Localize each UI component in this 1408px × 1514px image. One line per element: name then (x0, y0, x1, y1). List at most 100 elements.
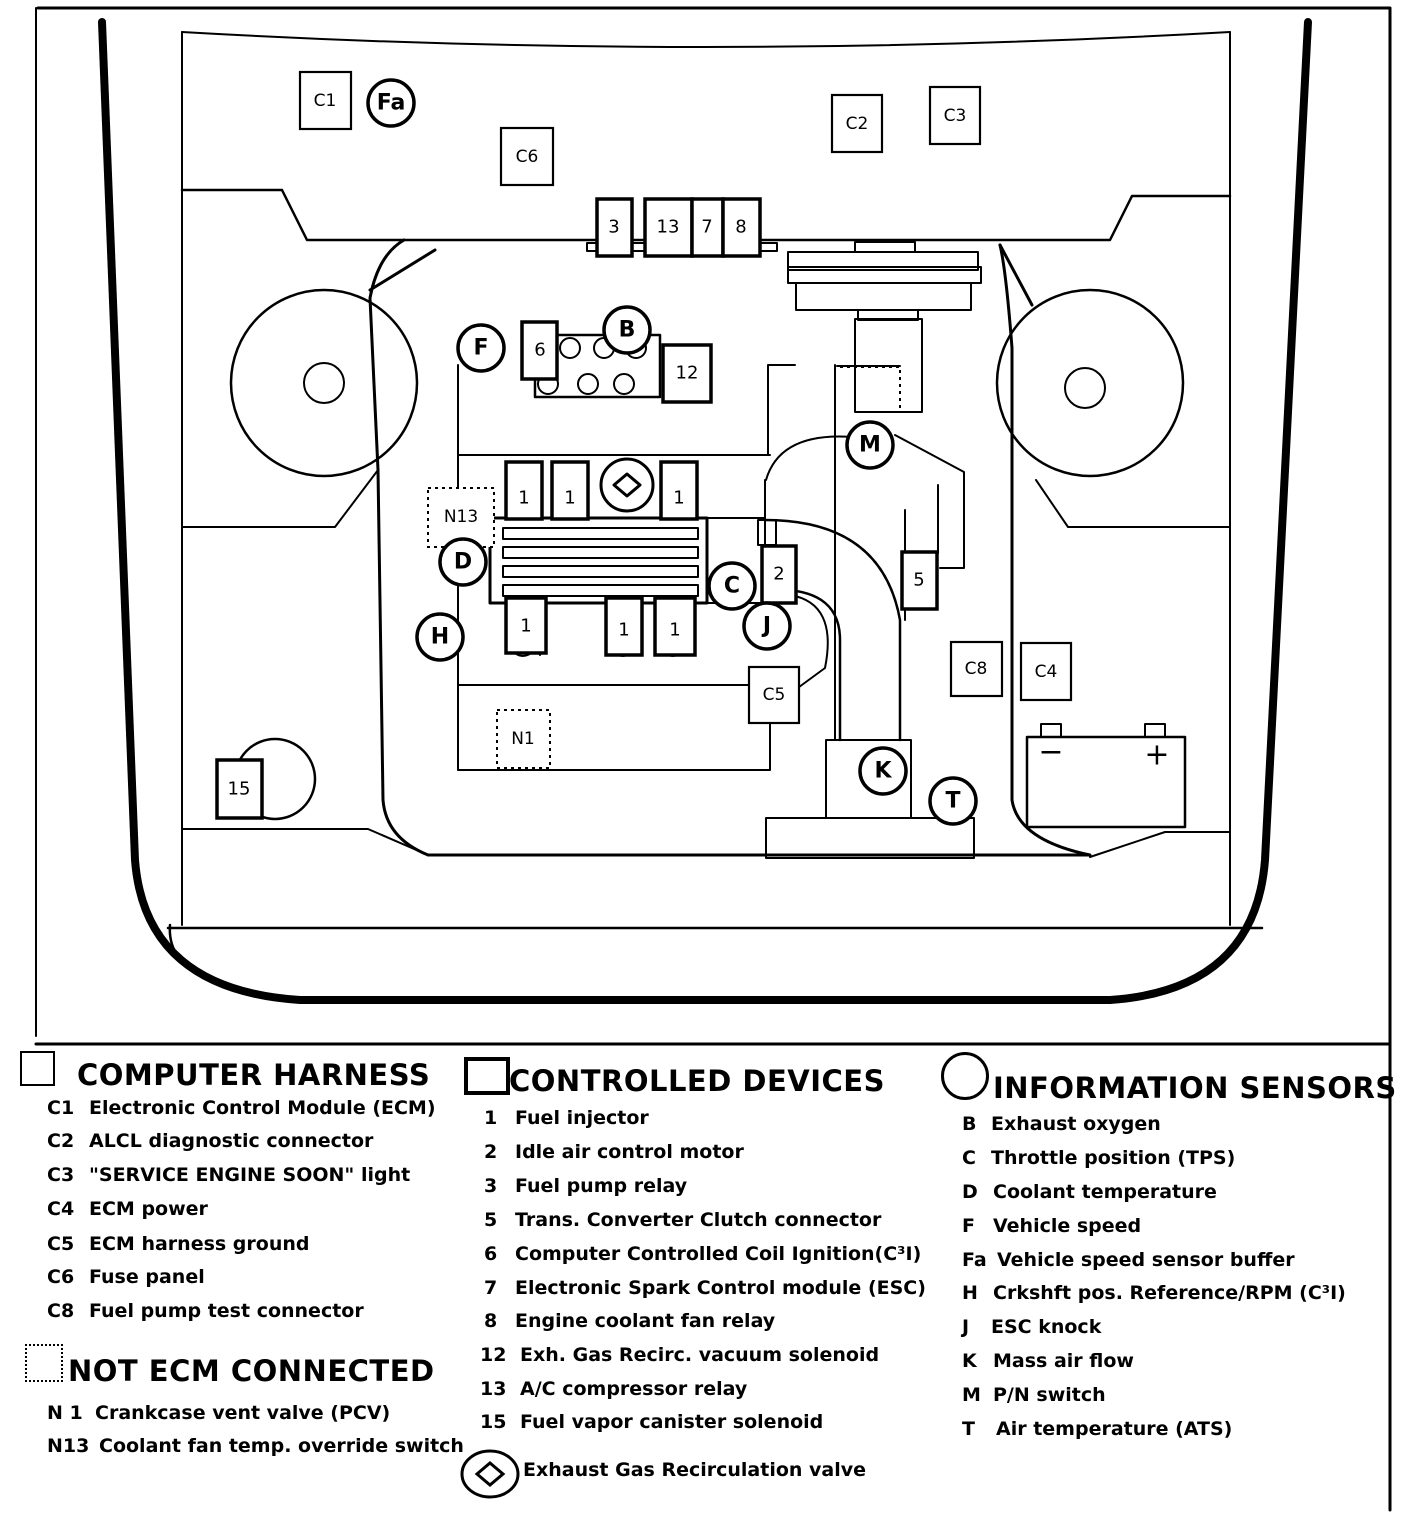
cowl-line (181, 31, 1231, 48)
relay-8-box (721, 197, 762, 258)
injector-1f-label: 1 (669, 620, 680, 641)
c1-label: C1 (314, 91, 337, 111)
egr-valve-note: Exhaust Gas Recirculation valve (523, 1459, 867, 1481)
k-label: K (874, 759, 892, 784)
right-strut-center (1064, 367, 1106, 409)
c6-box (499, 126, 555, 187)
bottom-panel (166, 923, 1264, 1000)
injector-1f-box (653, 596, 697, 657)
c8-box (949, 640, 1004, 698)
battery-minus: − (1038, 735, 1063, 770)
coil-6-box (520, 320, 559, 381)
d-circle (438, 537, 488, 587)
inner-fender-lines (181, 31, 1231, 926)
computer-harness-title: COMPUTER HARNESS (77, 1058, 431, 1092)
c-label: C (724, 574, 740, 599)
solenoid-12-box (661, 343, 713, 404)
n1-box (496, 709, 551, 769)
t-circle (928, 776, 978, 826)
relay-13-label: 13 (657, 217, 680, 238)
information-sensors-title: INFORMATION SENSORS (993, 1071, 1397, 1105)
injector-1a-label: 1 (518, 488, 529, 509)
c5-box (747, 665, 801, 725)
c2-box (830, 93, 884, 154)
c1-box (298, 70, 353, 131)
iac-2-box (760, 544, 798, 605)
injector-1d-box (504, 596, 548, 655)
left-strut-tower (229, 288, 419, 478)
b-circle (602, 305, 652, 355)
injector-1e-box (604, 596, 644, 657)
solenoid-12-label: 12 (676, 363, 699, 384)
d-label: D (454, 550, 472, 575)
not-ecm-dotted-square-icon (25, 1344, 63, 1382)
battery (1025, 735, 1187, 829)
fender-outline (98, 18, 1312, 1004)
relay-7-label: 7 (701, 217, 712, 238)
injector-1a-box (504, 460, 544, 521)
computer-harness-square-icon (20, 1051, 55, 1086)
t-label: T (945, 789, 960, 814)
firewall-ledges (181, 469, 1231, 528)
coil-6-label: 6 (534, 340, 545, 361)
legend-item: C3"SERVICE ENGINE SOON" light (47, 1164, 411, 1186)
controlled-devices-square-icon (464, 1057, 510, 1095)
k-circle (858, 746, 908, 796)
injector-1c-label: 1 (673, 488, 684, 509)
c3-label: C3 (944, 106, 967, 126)
not-ecm-connected-title: NOT ECM CONNECTED (68, 1354, 435, 1388)
tcc-5-label: 5 (913, 570, 924, 591)
m-label: M (859, 433, 881, 458)
j-label: J (761, 614, 771, 639)
c3-box (928, 85, 982, 146)
engine-bay-outline (368, 238, 1092, 857)
c2-label: C2 (846, 114, 869, 134)
canister-15-label: 15 (228, 779, 251, 800)
engine-block (457, 364, 796, 771)
lower-ledges (181, 828, 1231, 858)
c5-label: C5 (763, 685, 786, 705)
information-sensors-circle-icon (941, 1052, 989, 1100)
c4-box (1019, 641, 1073, 702)
n13-box (427, 487, 495, 548)
injector-1b-box (550, 460, 590, 521)
fa-circle (366, 78, 416, 128)
n1-label: N1 (511, 729, 535, 749)
j-circle (742, 601, 792, 651)
relay-3-box (595, 197, 634, 258)
egr-valve-icon (460, 1449, 520, 1499)
b-label: B (619, 318, 636, 343)
battery-plus: + (1144, 738, 1169, 773)
left-strut-center (303, 362, 345, 404)
relay-13-box (643, 197, 694, 258)
tcc-5-box (900, 550, 939, 611)
injector-1e-label: 1 (618, 620, 629, 641)
c6-label: C6 (516, 147, 539, 167)
f-label: F (473, 336, 488, 361)
injector-1b-label: 1 (564, 488, 575, 509)
injector-1c-box (659, 460, 699, 521)
